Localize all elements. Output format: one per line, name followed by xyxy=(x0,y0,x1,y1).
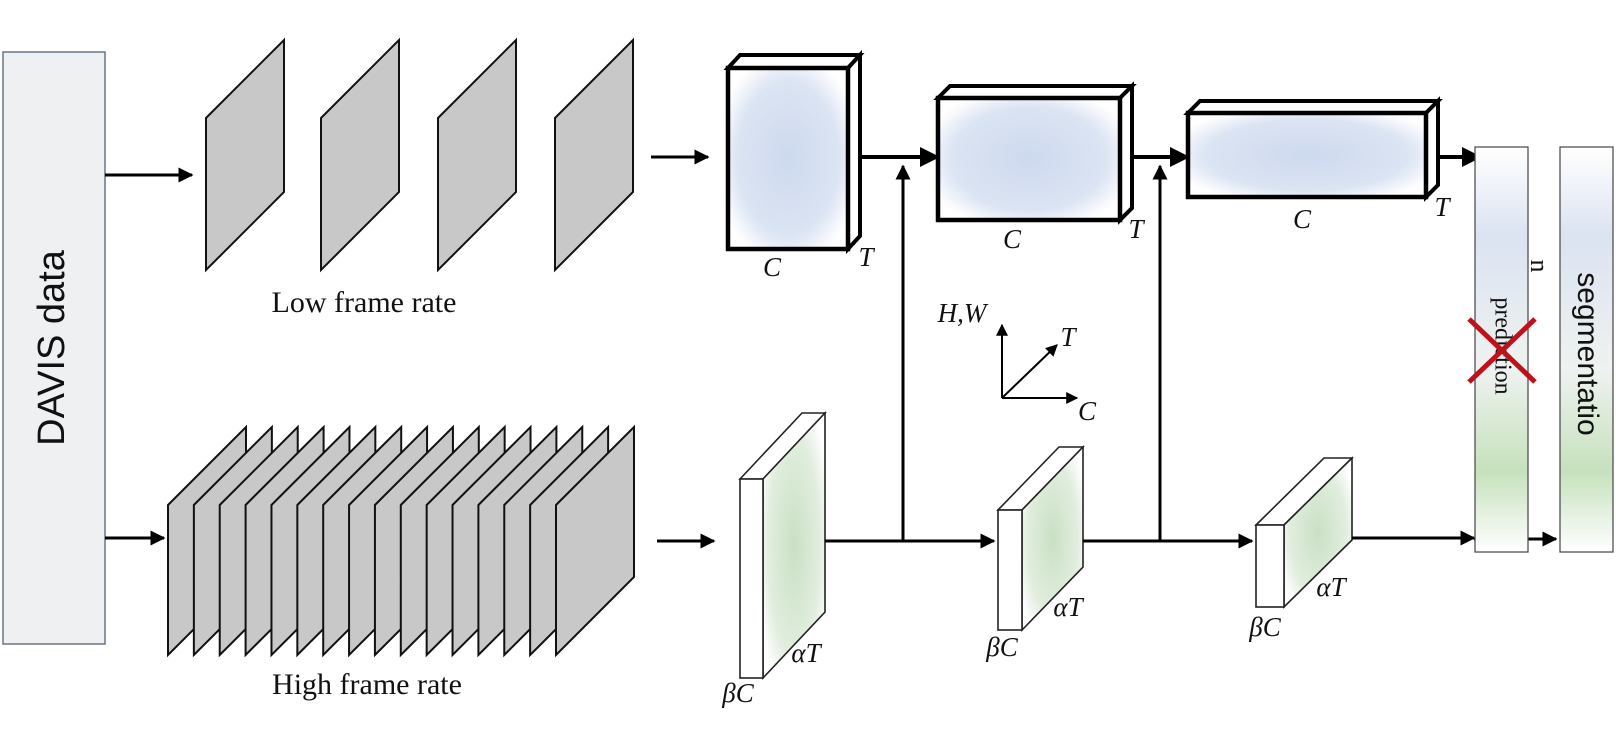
low-frame xyxy=(205,37,285,273)
high-frame xyxy=(555,424,635,658)
axes-indicator: H,W T C xyxy=(937,298,1097,426)
fast-block-2 xyxy=(996,445,1085,632)
axis-c-label: C xyxy=(1078,396,1097,426)
slow-block-3-t-label: T xyxy=(1434,192,1451,222)
davis-data-label: DAVIS data xyxy=(31,249,73,446)
slow-block-3-c-label: C xyxy=(1293,204,1312,234)
fast-block-1-t-label: αT xyxy=(791,638,822,668)
fast-block-1 xyxy=(738,410,827,681)
fast-block-3-t-label: αT xyxy=(1316,572,1347,602)
slow-block-2 xyxy=(933,81,1137,225)
slow-block-1-c-label: C xyxy=(763,252,782,282)
fast-block-2-t-label: αT xyxy=(1053,592,1084,622)
low-frame xyxy=(320,37,400,273)
low-frame xyxy=(437,37,517,273)
prediction-top-glyph: n xyxy=(1525,260,1554,273)
segmentation-bar: segmentatio xyxy=(1559,146,1614,553)
slow-block-1 xyxy=(723,49,865,255)
prediction-label: prediction xyxy=(1489,297,1515,394)
low-frame-rate-frames xyxy=(205,37,634,273)
high-frame-rate-frames xyxy=(167,424,635,658)
fast-block-3-c-label: βC xyxy=(1248,612,1281,642)
low-frame-rate-label: Low frame rate xyxy=(272,286,457,319)
slow-block-2-t-label: T xyxy=(1128,214,1145,244)
axis-hw-label: H,W xyxy=(937,298,989,328)
cross-out-icon xyxy=(1467,317,1537,384)
slow-block-3 xyxy=(1183,96,1443,202)
segmentation-label: segmentatio xyxy=(1571,272,1604,435)
fast-block-1-c-label: βC xyxy=(721,678,754,708)
fast-block-2-c-label: βC xyxy=(985,632,1018,662)
prediction-bar: prediction n xyxy=(1467,146,1554,553)
slow-block-1-t-label: T xyxy=(858,242,875,272)
davis-input-block: DAVIS data xyxy=(2,51,106,645)
fast-block-3 xyxy=(1254,456,1354,609)
high-frame-rate-label: High frame rate xyxy=(272,668,462,701)
slow-block-2-c-label: C xyxy=(1003,224,1022,254)
axis-t-label: T xyxy=(1060,322,1077,352)
low-frame xyxy=(554,37,634,273)
